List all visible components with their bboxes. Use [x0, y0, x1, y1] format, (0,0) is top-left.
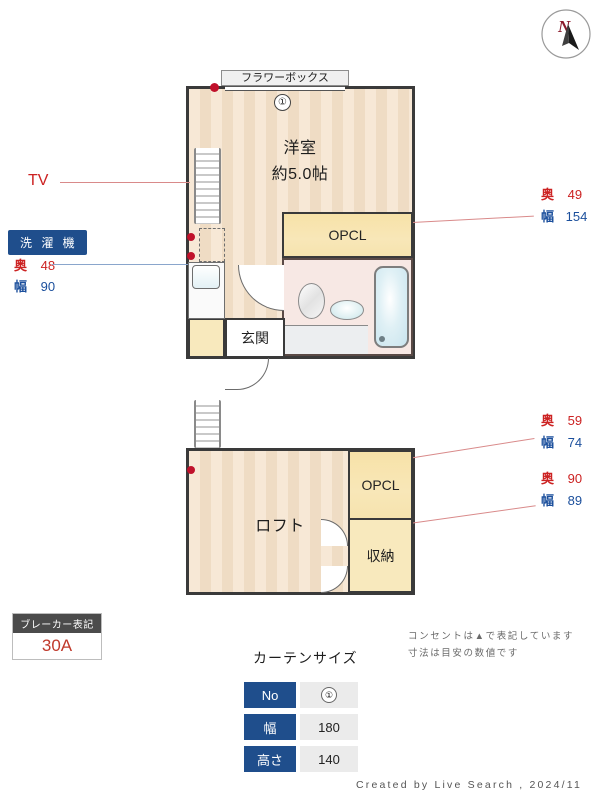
- window-number-1: ①: [274, 94, 291, 111]
- bathroom-mirror: [298, 283, 325, 319]
- bathroom-basin: [330, 300, 364, 320]
- loft-storage-width: 幅 89: [541, 492, 582, 509]
- loft-storage-label: 収納: [366, 547, 395, 564]
- upper-closet-leader-line: [411, 215, 534, 223]
- upper-closet-depth-key: 奥: [541, 187, 555, 202]
- curtain-width-key: 幅: [244, 714, 296, 740]
- washer-width-key: 幅: [14, 279, 28, 294]
- outlet-marker: [210, 83, 219, 92]
- curtain-row-height: 高さ 140: [244, 746, 358, 772]
- bathtub-drain: [379, 336, 385, 342]
- footer-credit: Created by Live Search , 2024/11: [356, 779, 583, 791]
- tv-callout-label: TV: [28, 172, 49, 189]
- upper-closet-depth: 奥 49: [541, 186, 582, 203]
- curtain-no-key: No: [244, 682, 296, 708]
- loft-storage-width-key: 幅: [541, 493, 555, 508]
- upper-room-size: 約5.0帖: [271, 166, 329, 183]
- loft-closet-depth: 奥 59: [541, 412, 582, 429]
- tv-leader-line: [60, 182, 190, 183]
- washer-width: 幅 90: [14, 278, 55, 295]
- washer-depth: 奥 48: [14, 257, 55, 274]
- washer-depth-value: 48: [40, 258, 56, 273]
- upper-closet-width-value: 154: [565, 209, 588, 224]
- washer-leader-line: [52, 264, 192, 265]
- loft-closet-depth-value: 59: [567, 413, 583, 428]
- upper-closet-width-key: 幅: [541, 209, 555, 224]
- loft-storage-depth-value: 90: [567, 471, 583, 486]
- entrance-tile: [188, 318, 225, 358]
- bathtub: [374, 266, 409, 348]
- loft-ladder-lower: [194, 400, 221, 448]
- entrance-label: 玄関: [241, 330, 269, 346]
- upper-closet-opcl: OPCL: [282, 212, 413, 258]
- curtain-row-width: 幅 180: [244, 714, 358, 740]
- loft-closet-depth-key: 奥: [541, 413, 555, 428]
- loft-ladder-upper: [194, 148, 221, 224]
- curtain-width-value: 180: [300, 714, 358, 740]
- entrance-genkan: 玄関: [225, 318, 285, 358]
- curtain-height-value: 140: [300, 746, 358, 772]
- loft-closet-width: 幅 74: [541, 434, 582, 451]
- washer-width-value: 90: [40, 279, 56, 294]
- loft-closet-width-value: 74: [567, 435, 583, 450]
- note-dimension-disclaimer: 寸法は目安の数値です: [408, 648, 520, 659]
- loft-closet-opcl: OPCL: [348, 450, 413, 520]
- breaker-value: 30A: [13, 633, 101, 659]
- loft-closet-label: OPCL: [361, 477, 400, 493]
- outlet-marker: [187, 233, 195, 241]
- washer-badge: 洗 濯 機: [8, 230, 87, 255]
- upper-closet-width: 幅 154: [541, 208, 587, 225]
- loft-room-name: ロフト: [255, 518, 305, 535]
- loft-storage-depth: 奥 90: [541, 470, 582, 487]
- loft-closet-leader-line: [407, 437, 535, 459]
- loft-storage-width-value: 89: [567, 493, 583, 508]
- curtain-no-circle: ①: [321, 687, 337, 703]
- vanity-sink: [192, 265, 220, 289]
- loft-storage: 収納: [348, 518, 413, 593]
- upper-room-name: 洋室: [283, 140, 317, 157]
- upper-closet-depth-value: 49: [567, 187, 583, 202]
- loft-storage-leader-line: [394, 505, 536, 526]
- curtain-no-value: ①: [300, 682, 358, 708]
- washer-depth-key: 奥: [14, 258, 28, 273]
- note-outlet-legend: コンセントは▲で表記しています: [408, 631, 575, 642]
- outlet-marker: [187, 466, 195, 474]
- window-symbol: [225, 86, 345, 91]
- curtain-row-no: No ①: [244, 682, 358, 708]
- loft-closet-width-key: 幅: [541, 435, 555, 450]
- bath-counter: [284, 325, 368, 354]
- washer-space-dashed: [199, 228, 225, 262]
- curtain-table-title: カーテンサイズ: [253, 650, 358, 666]
- entrance-door-arc: [225, 358, 269, 390]
- north-compass: N: [538, 6, 594, 62]
- curtain-height-key: 高さ: [244, 746, 296, 772]
- flower-box-label: フラワーボックス: [221, 70, 349, 86]
- breaker-box: ブレーカー表記 30A: [12, 613, 102, 660]
- breaker-title: ブレーカー表記: [13, 614, 101, 633]
- upper-closet-label: OPCL: [328, 227, 367, 243]
- loft-storage-depth-key: 奥: [541, 471, 555, 486]
- outlet-marker: [187, 252, 195, 260]
